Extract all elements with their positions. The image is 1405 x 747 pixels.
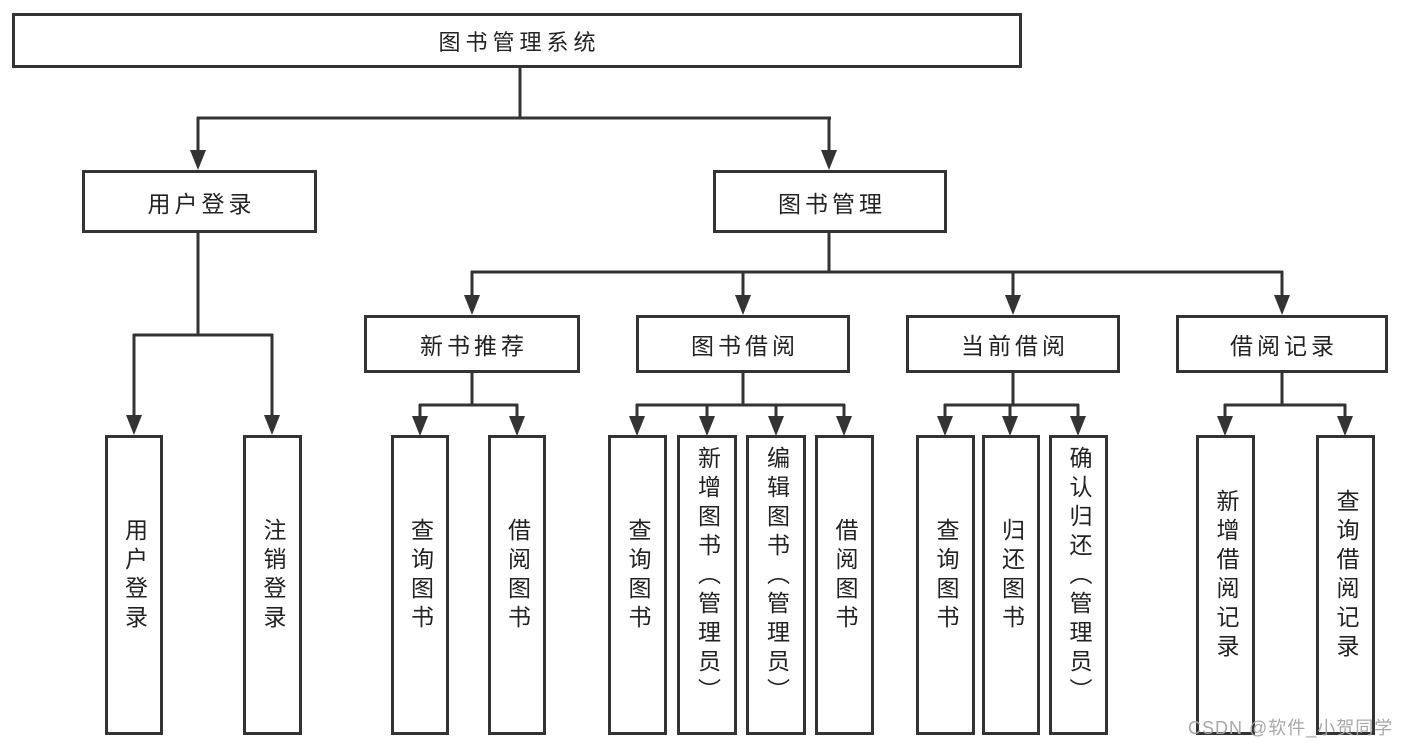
arrowhead	[509, 416, 525, 436]
arrowhead	[264, 415, 280, 435]
node-new-book-recommendation: 新书推荐	[364, 315, 580, 373]
node-label: 图书管理系统	[438, 29, 601, 55]
node-label: 用户登录	[121, 518, 148, 634]
node-label: 查询图书	[625, 518, 651, 634]
node-label: 用户登录	[147, 190, 256, 217]
node-label: 编辑图书（管理员）	[763, 445, 790, 707]
node-borrowing-records: 借阅记录	[1176, 315, 1388, 373]
node-label: 查询借阅记录	[1333, 489, 1359, 663]
arrowhead	[1002, 416, 1018, 436]
connector-book-mgmt-to-level3	[464, 233, 1290, 315]
leaf-add-borrow-record: 新增借阅记录	[1196, 435, 1255, 735]
arrowhead	[1337, 416, 1353, 436]
arrowhead	[629, 416, 645, 436]
node-user-login: 用户登录	[82, 170, 317, 233]
connector-current-borrow-to-leaves	[937, 373, 1086, 436]
arrowhead	[937, 416, 953, 436]
node-label: 新增借阅记录	[1213, 489, 1239, 663]
arrowhead	[412, 416, 428, 436]
connector-user-login-to-leaves	[126, 233, 280, 435]
leaf-borrow-books-1: 借阅图书	[488, 435, 546, 735]
leaf-query-books-2: 查询图书	[608, 435, 667, 735]
arrowhead	[1274, 295, 1290, 315]
arrowhead	[699, 416, 715, 436]
leaf-logout: 注销登录	[243, 435, 302, 735]
arrowhead	[190, 150, 206, 170]
arrowhead	[768, 416, 784, 436]
node-label: 当前借阅	[961, 333, 1069, 359]
connector-new-book-rec-to-leaves	[412, 373, 525, 436]
node-label: 新增图书（管理员）	[694, 445, 721, 707]
leaf-query-borrow-record: 查询借阅记录	[1316, 435, 1375, 735]
arrowhead	[1217, 416, 1233, 436]
leaf-confirm-return-admin: 确认归还（管理员）	[1049, 435, 1108, 735]
leaf-edit-books-admin: 编辑图书（管理员）	[746, 435, 806, 735]
arrowhead	[126, 415, 142, 435]
arrowhead	[1005, 295, 1021, 315]
leaf-query-books-1: 查询图书	[391, 435, 449, 735]
node-label: 图书借阅	[691, 333, 799, 359]
node-label: 图书管理	[778, 190, 886, 217]
node-label: 借阅图书	[504, 518, 531, 634]
arrowhead	[836, 416, 852, 436]
csdn-watermark: CSDN @软件_小贺同学	[1188, 718, 1394, 738]
node-root-system: 图书管理系统	[12, 13, 1022, 68]
node-label: 新书推荐	[420, 333, 528, 359]
leaf-borrow-books-2: 借阅图书	[815, 435, 874, 735]
arrowhead	[821, 150, 837, 170]
node-label: 注销登录	[260, 518, 286, 634]
leaf-add-books-admin: 新增图书（管理员）	[677, 435, 737, 735]
node-current-borrowing: 当前借阅	[906, 315, 1120, 373]
arrowhead	[735, 295, 751, 315]
node-label: 查询图书	[407, 518, 434, 634]
leaf-return-books: 归还图书	[982, 435, 1040, 735]
node-book-management: 图书管理	[713, 170, 947, 233]
connector-borrow-record-to-leaves	[1217, 373, 1353, 436]
node-label: 归还图书	[998, 518, 1025, 634]
node-label: 查询图书	[933, 518, 959, 634]
connector-book-borrow-to-leaves	[629, 373, 852, 436]
node-label: 确认归还（管理员）	[1066, 445, 1092, 707]
leaf-query-books-3: 查询图书	[916, 435, 975, 735]
arrowhead	[1070, 416, 1086, 436]
leaf-user-login: 用户登录	[105, 435, 163, 735]
node-label: 借阅记录	[1230, 333, 1338, 359]
node-book-borrowing: 图书借阅	[636, 315, 850, 373]
connector-root-to-level2	[190, 68, 837, 170]
node-label: 借阅图书	[832, 518, 858, 634]
arrowhead	[464, 295, 480, 315]
